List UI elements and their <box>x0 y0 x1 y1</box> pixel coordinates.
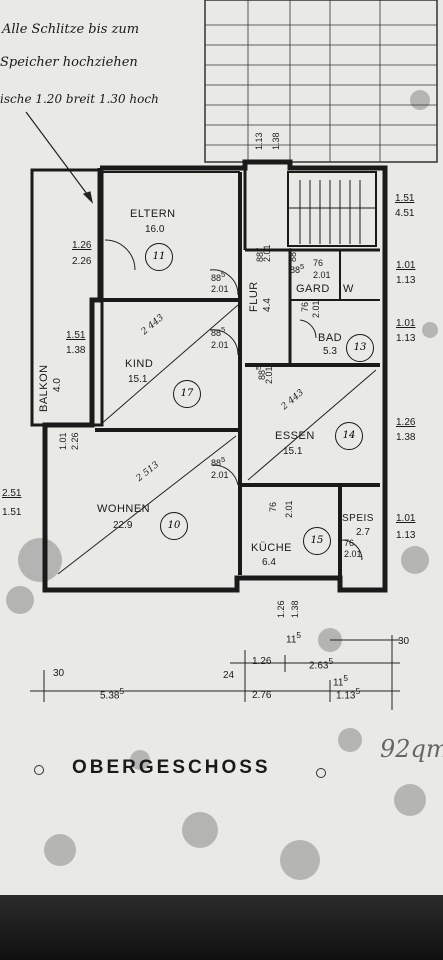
win-speis-bot: 1.13 <box>396 530 416 541</box>
handwritten-area: 92qm <box>380 735 443 763</box>
room-diagonals <box>57 304 377 575</box>
door5-height: 2.01 <box>313 270 331 280</box>
room-gard-name: GARD <box>296 283 330 295</box>
room-essen-number: 14 <box>335 422 363 450</box>
door8-width: 76 <box>344 538 355 548</box>
note-arrow <box>25 111 93 204</box>
win-eltern-bot: 2.26 <box>72 256 92 267</box>
room-wohnen-name: WOHNEN <box>97 503 151 515</box>
room-eltern-area: 16.0 <box>145 224 165 235</box>
dim-top-11: 115 <box>286 630 302 646</box>
floor-label: OBERGESCHOSS <box>72 757 271 778</box>
door2-height: 2.01 <box>211 340 229 350</box>
bullet-left-icon <box>34 765 44 775</box>
dim-126: 1.26 <box>252 656 272 667</box>
dim-right-30: 30 <box>398 636 410 647</box>
room-kueche-area: 6.4 <box>262 557 276 568</box>
room-kueche-name: KÜCHE <box>251 542 293 554</box>
note-line-1: Alle Schlitze bis zum <box>2 22 140 37</box>
win-stair-top: 1.51 <box>395 193 415 204</box>
door2-width: 885 <box>211 325 226 338</box>
dim-276: 2.76 <box>252 690 272 701</box>
room-kind-area: 15.1 <box>128 374 148 385</box>
dark-background <box>0 895 443 960</box>
room-essen-name: ESSEN <box>275 430 315 442</box>
room-eltern-name: ELTERN <box>130 208 176 220</box>
room-kind-name: KIND <box>125 358 154 370</box>
floor-plan-drawing <box>6 0 438 880</box>
win-speis-top: 1.01 <box>396 513 416 524</box>
room-eltern-number: 11 <box>145 243 173 271</box>
stair-detail-box <box>204 0 438 163</box>
room-gard-extra: W <box>343 283 354 295</box>
note-line-2: Speicher hochziehen <box>0 55 138 70</box>
dimension-lines <box>30 635 400 710</box>
room-kind-number: 17 <box>173 380 201 408</box>
win-bad-top: 1.01 <box>396 318 416 329</box>
dim-11: 115 <box>333 673 349 689</box>
room-essen-area: 15.1 <box>283 446 303 457</box>
room-bad-number: 13 <box>346 334 374 362</box>
door8-height: 2.01 <box>344 549 362 559</box>
room-bad-area: 5.3 <box>323 346 337 357</box>
dim-263: 2.635 <box>309 656 334 672</box>
paper-stains <box>6 90 438 880</box>
dim-24: 24 <box>223 670 235 681</box>
door5-width: 76 <box>313 258 324 268</box>
dim-total-left: 5.385 <box>100 686 125 702</box>
win-wohnen-bot: 1.51 <box>2 507 22 518</box>
door1-height: 2.01 <box>211 284 229 294</box>
note-line-3: ische 1.20 breit 1.30 hoch <box>0 92 159 106</box>
door3-height: 2.01 <box>211 470 229 480</box>
bullet-right-icon <box>316 768 326 778</box>
win-wohnen-top: 2.51 <box>2 488 22 499</box>
room-wohnen-number: 10 <box>160 512 188 540</box>
win-stair-bot: 4.51 <box>395 208 415 219</box>
win-gard-top: 1.01 <box>396 260 416 271</box>
win-bad-bot: 1.13 <box>396 333 416 344</box>
door11-width: 885 <box>290 262 305 275</box>
walls <box>30 159 388 593</box>
room-speis-area: 2.7 <box>356 527 370 538</box>
dim-left-30: 30 <box>53 668 65 679</box>
door1-width: 885 <box>211 270 226 283</box>
door-swings <box>104 239 363 561</box>
win-eltern-top: 1.26 <box>72 240 92 251</box>
room-bad-name: BAD <box>318 332 343 344</box>
floor-plan-sheet: Alle Schlitze bis zum Speicher hochziehe… <box>0 0 443 895</box>
win-gard-bot: 1.13 <box>396 275 416 286</box>
win-essen-top: 1.26 <box>396 417 416 428</box>
room-kueche-number: 15 <box>303 527 331 555</box>
win-kind-bot: 1.38 <box>66 345 86 356</box>
room-wohnen-area: 22.9 <box>113 520 133 531</box>
room-speis-name: SPEIS <box>342 513 374 524</box>
door3-width: 885 <box>211 455 226 468</box>
win-kind-top: 1.51 <box>66 330 86 341</box>
win-essen-bot: 1.38 <box>396 432 416 443</box>
dim-1135: 1.135 <box>336 686 361 702</box>
